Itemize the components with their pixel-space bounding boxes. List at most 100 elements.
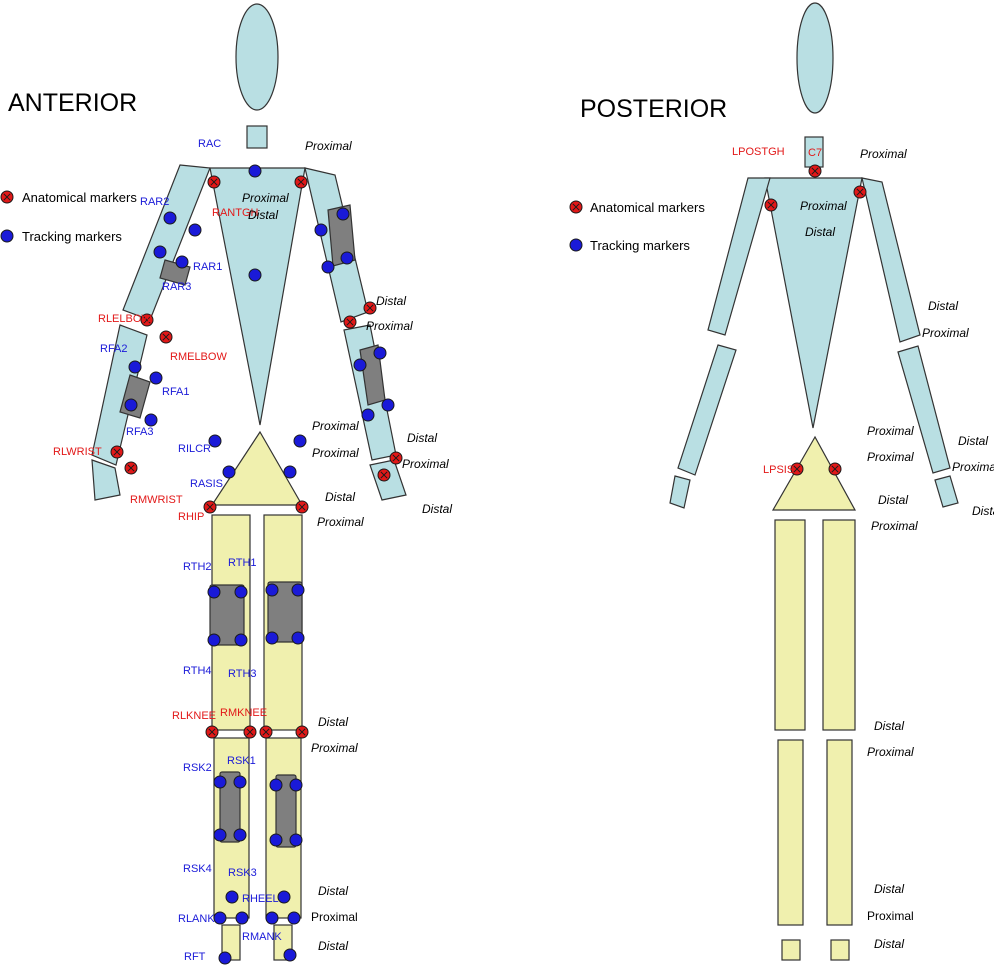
label-rmank: RMANK <box>242 931 282 943</box>
marker-llknee <box>296 726 308 738</box>
label-rth1: RTH1 <box>228 557 257 569</box>
seg-forearm-distal: Distal <box>407 431 437 445</box>
label-rfa2: RFA2 <box>100 343 128 355</box>
label-rheel: RHEEL <box>242 893 279 905</box>
marker-l-fa-1 <box>374 347 386 359</box>
posterior-title: POSTERIOR <box>580 95 727 123</box>
seg-pelvis-distal: Distal <box>878 493 908 507</box>
label-rth2: RTH2 <box>183 561 212 573</box>
seg-torso-proximal: Proximal <box>800 199 847 213</box>
marker-rsk4 <box>214 829 226 841</box>
marker-rfa2 <box>129 361 141 373</box>
marker-rmknee <box>244 726 256 738</box>
seg-shank-proximal: Proximal <box>311 741 358 755</box>
anterior-title: ANTERIOR <box>8 89 137 117</box>
label-c7: C7 <box>808 147 822 159</box>
marker-rth2 <box>208 586 220 598</box>
posterior-left-shank <box>778 740 803 925</box>
marker-lth3 <box>266 632 278 644</box>
marker-torso <box>249 269 261 281</box>
marker-rasis <box>223 466 235 478</box>
seg-shoulder-proximal: Proximal <box>305 139 352 153</box>
label-rasis: RASIS <box>190 478 223 490</box>
marker-l-fa-2 <box>354 359 366 371</box>
marker-lasis <box>284 466 296 478</box>
marker-rlknee <box>206 726 218 738</box>
seg-hand-proximal: Proximal <box>952 460 994 474</box>
anatomical-marker-legend-icon <box>1 191 13 203</box>
label-rac: RAC <box>198 138 221 150</box>
anterior-head <box>236 4 278 110</box>
marker-rfa3 <box>125 399 137 411</box>
label-rsk1: RSK1 <box>227 755 256 767</box>
marker-lpostgh <box>765 199 777 211</box>
marker-rsk2 <box>214 776 226 788</box>
marker-rft <box>219 952 231 964</box>
anterior-legend-anatomical-label: Anatomical markers <box>22 190 137 205</box>
label-rsk3: RSK3 <box>228 867 257 879</box>
marker-rth4 <box>208 634 220 646</box>
seg-shank-distal: Distal <box>318 884 348 898</box>
marker-rmwrist <box>125 462 137 474</box>
seg-forearm-distal: Distal <box>958 434 988 448</box>
posterior-legend-anatomical-label: Anatomical markers <box>590 200 705 215</box>
posterior-right-shank <box>827 740 852 925</box>
posterior-legend-tracking-label: Tracking markers <box>590 238 690 253</box>
marker-lsk1 <box>270 779 282 791</box>
seg-shank-distal: Distal <box>874 882 904 896</box>
marker-lsk2 <box>290 779 302 791</box>
seg-thigh-proximal: Proximal <box>317 515 364 529</box>
label-rlank: RLANK <box>178 913 215 925</box>
label-rsk4: RSK4 <box>183 863 212 875</box>
posterior-left-thigh <box>775 520 805 730</box>
tracking-marker-legend-icon <box>1 230 13 242</box>
marker-rpostgh <box>854 186 866 198</box>
marker-l-ua-1 <box>337 208 349 220</box>
anterior-legend: Anatomical markers Tracking markers <box>1 190 137 244</box>
label-rhip: RHIP <box>178 511 204 523</box>
marker-lhip <box>296 501 308 513</box>
marker-lmank <box>266 912 278 924</box>
seg-upperarm-distal: Distal <box>376 294 406 308</box>
marker-l-elbow-1 <box>344 316 356 328</box>
label-rfa3: RFA3 <box>126 426 154 438</box>
tracking-marker-legend-icon <box>570 239 582 251</box>
label-rar3: RAR3 <box>162 281 191 293</box>
seg-hand-distal: Distal <box>972 504 994 518</box>
marker-llank <box>288 912 300 924</box>
marker-l-elbow-2 <box>364 302 376 314</box>
label-rilcr: RILCR <box>178 443 211 455</box>
label-rmwrist: RMWRIST <box>130 494 183 506</box>
label-rar1: RAR1 <box>193 261 222 273</box>
marker-rpsis <box>829 463 841 475</box>
label-lpsis: LPSIS <box>763 464 794 476</box>
seg-thigh-distal: Distal <box>874 719 904 733</box>
marker-lth4 <box>292 632 304 644</box>
marker-rfa4 <box>145 414 157 426</box>
posterior-right-foot <box>831 940 849 960</box>
seg-shank-proximal: Proximal <box>867 745 914 759</box>
marker-l-fa-4 <box>362 409 374 421</box>
marker-rantgh <box>208 176 220 188</box>
anterior-legend-tracking-label: Tracking markers <box>22 229 122 244</box>
marker-rlank <box>214 912 226 924</box>
label-rsk2: RSK2 <box>183 762 212 774</box>
marker-l-ua-4 <box>322 261 334 273</box>
seg-foot-distal: Distal <box>318 939 348 953</box>
posterior-view: POSTERIOR Anatomical markers Tracking ma… <box>570 3 994 960</box>
label-rmknee: RMKNEE <box>220 707 267 719</box>
seg-pelvis-proximal-1: Proximal <box>312 419 359 433</box>
marker-lsk3 <box>270 834 282 846</box>
marker-lth2 <box>292 584 304 596</box>
label-rfa1: RFA1 <box>162 386 190 398</box>
posterior-right-upper-arm <box>862 178 920 342</box>
anatomical-marker-legend-icon <box>570 201 582 213</box>
label-rlwrist: RLWRIST <box>53 446 102 458</box>
posterior-right-thigh <box>823 520 855 730</box>
marker-l-wrist-1 <box>378 469 390 481</box>
seg-pelvis-proximal-2: Proximal <box>867 450 914 464</box>
marker-c7 <box>809 165 821 177</box>
marker-lth1 <box>266 584 278 596</box>
marker-rheel <box>226 891 238 903</box>
